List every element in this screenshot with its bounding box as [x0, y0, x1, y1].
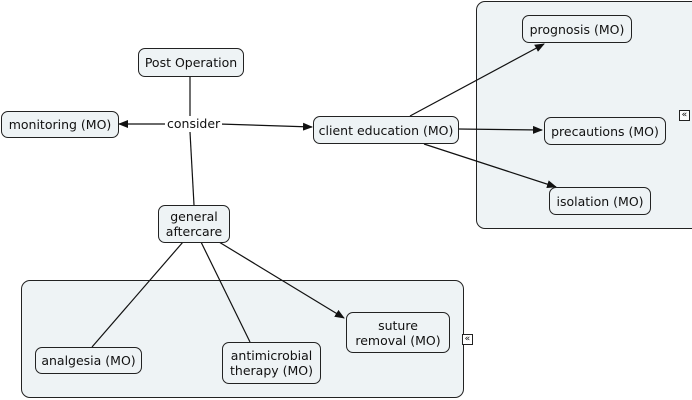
collapse-right-group-double-chevron-left-icon[interactable]: «: [679, 110, 690, 121]
collapse-bottom-group-double-chevron-left-icon[interactable]: «: [462, 334, 473, 345]
link-client-education-to-prognosis: [409, 43, 545, 117]
isolation-node[interactable]: isolation (MO): [549, 187, 651, 215]
post-operation-node[interactable]: Post Operation: [138, 48, 244, 77]
isolation-label: isolation (MO): [556, 193, 644, 209]
post-operation-label: Post Operation: [144, 55, 238, 70]
client-education-node[interactable]: client education (MO): [313, 116, 459, 144]
link-general-aftercare-to-analgesia: [91, 241, 184, 348]
precautions-label: precautions (MO): [551, 123, 659, 139]
link-general-aftercare-to-suture-removal: [218, 241, 345, 319]
antimicrobial-therapy-node[interactable]: antimicrobial therapy (MO): [222, 342, 321, 384]
consider-link-label: consider: [165, 116, 223, 131]
suture-removal-node[interactable]: suture removal (MO): [346, 312, 450, 353]
antimicrobial-label-line2: therapy (MO): [230, 363, 313, 378]
antimicrobial-label-line1: antimicrobial: [230, 348, 313, 363]
monitoring-node[interactable]: monitoring (MO): [1, 111, 119, 138]
general-aftercare-node[interactable]: general aftercare: [158, 205, 230, 243]
general-aftercare-label-line2: aftercare: [165, 224, 223, 239]
general-aftercare-label-line1: general: [170, 209, 218, 224]
suture-removal-label-line1: suture: [378, 317, 418, 333]
monitoring-label: monitoring (MO): [8, 117, 112, 132]
prognosis-node[interactable]: prognosis (MO): [522, 15, 632, 43]
precautions-node[interactable]: precautions (MO): [544, 117, 666, 145]
client-education-label: client education (MO): [318, 122, 454, 138]
link-consider-to-client-education: [218, 122, 313, 131]
prognosis-label: prognosis (MO): [529, 21, 625, 37]
analgesia-node[interactable]: analgesia (MO): [35, 347, 142, 374]
link-general-aftercare-to-antimicrobial: [200, 241, 251, 343]
link-client-education-to-isolation: [423, 143, 557, 189]
link-consider-to-general-aftercare: [189, 131, 195, 206]
link-client-education-to-precautions: [457, 125, 543, 134]
suture-removal-label-line2: removal (MO): [355, 332, 441, 348]
analgesia-label: analgesia (MO): [41, 353, 136, 368]
